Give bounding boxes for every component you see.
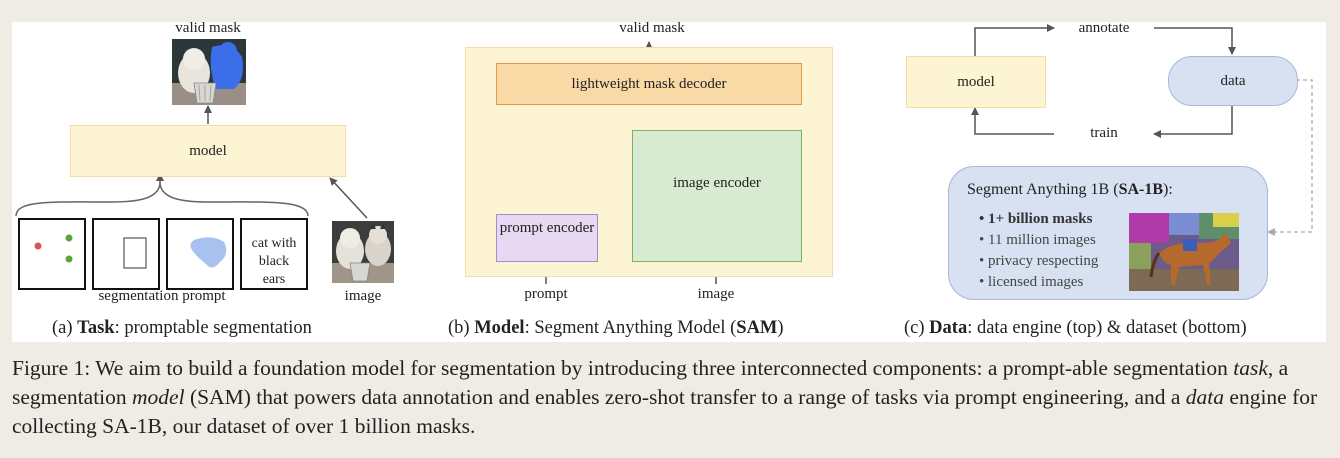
mask-blob-icon (190, 237, 227, 268)
figure-panel: valid mask model cat (12, 20, 1326, 342)
prompt-encoder-label: prompt encoder (499, 220, 595, 236)
caption-part-3: (SAM) that powers data annotation and en… (184, 385, 1186, 409)
panel-b-caption-bold: Model (474, 318, 525, 338)
sa1b-title: Segment Anything 1B (SA-1B): (967, 181, 1173, 199)
panel-b-caption-prefix: (b) (448, 318, 475, 338)
bullet-item: 11 million images (979, 230, 1098, 251)
prompt-text-box: cat with black ears (240, 218, 308, 290)
arrow-annotate-to-data (1154, 27, 1236, 55)
input-image (332, 221, 394, 283)
panel-a-caption-bold: Task (77, 318, 115, 338)
panel-b-valid-mask-label: valid mask (619, 20, 685, 36)
panel-b-caption-end: ) (777, 318, 784, 338)
masked-cats-photo (172, 39, 246, 105)
horse-mosaic-photo (1129, 213, 1239, 291)
bullet-item: 1+ billion masks (979, 209, 1098, 230)
train-label: train (1090, 125, 1118, 141)
arrow-model-to-annotate (974, 24, 1055, 56)
arrow-data-to-train (1153, 104, 1233, 138)
panel-c-caption-rest: : data engine (top) & dataset (bottom) (967, 318, 1247, 338)
sa1b-bullet-list: 1+ billion masks 11 million images priva… (979, 209, 1098, 293)
sa1b-card: Segment Anything 1B (SA-1B): 1+ billion … (948, 166, 1268, 300)
panel-c-caption-bold: Data (929, 318, 968, 338)
prompt-encoder-box: prompt encoder (496, 214, 598, 262)
sa1b-sample-image (1129, 213, 1239, 291)
panel-b-caption-bold2: SAM (736, 318, 778, 338)
panel-c-caption-prefix: (c) (904, 318, 930, 338)
panel-b-image-label: image (697, 286, 735, 302)
prompt-points-box (18, 218, 86, 290)
sa1b-title-pre: Segment Anything 1B ( (967, 181, 1119, 198)
prompt-text: cat with black ears (251, 236, 297, 287)
dashed-data-to-dataset (1267, 79, 1313, 236)
segmentation-prompt-label: segmentation prompt (98, 288, 226, 304)
data-pill: data (1168, 56, 1298, 106)
caption-part-4: engine for collecting SA-1B, our dataset… (12, 385, 1318, 438)
figure-caption: Figure 1: We aim to build a foundation m… (12, 354, 1330, 441)
bounding-box-icon (123, 237, 147, 269)
image-encoder-box: image encoder (632, 130, 802, 262)
panel-a-valid-mask-label: valid mask (175, 20, 241, 36)
annotate-label: annotate (1078, 20, 1130, 36)
output-mask-image (172, 39, 246, 105)
panel-a-model-box: model (70, 125, 346, 177)
caption-data: data (1185, 385, 1225, 409)
prompt-brace (15, 183, 309, 217)
sa1b-title-bold: SA-1B (1118, 181, 1164, 198)
caption-task: task (1233, 356, 1268, 380)
panel-c-model-box: model (906, 56, 1046, 108)
bullet-item: privacy respecting (979, 251, 1098, 272)
cats-photo (332, 221, 394, 283)
caption-model: model (132, 385, 185, 409)
panel-a-caption-rest: : promptable segmentation (114, 318, 312, 338)
mask-decoder-box: lightweight mask decoder (496, 63, 802, 105)
image-encoder-label: image encoder (673, 175, 761, 191)
arrow-image-to-model (329, 177, 368, 219)
panel-c-caption: (c) Data: data engine (top) & dataset (b… (904, 318, 1247, 339)
panel-b-caption-mid: : Segment Anything Model ( (524, 318, 737, 338)
panel-b-prompt-label: prompt (524, 286, 568, 302)
sa1b-title-post: ): (1163, 181, 1173, 198)
points-icon (34, 234, 73, 263)
panel-a-caption: (a) Task: promptable segmentation (52, 318, 312, 339)
prompt-box-box (92, 218, 160, 290)
caption-part-1: Figure 1: We aim to build a foundation m… (12, 356, 1234, 380)
panel-a-caption-prefix: (a) (52, 318, 78, 338)
panel-b-caption: (b) Model: Segment Anything Model (SAM) (448, 318, 784, 339)
panel-a-image-label: image (344, 288, 382, 304)
arrow-train-to-model (971, 107, 1054, 135)
caption-part-2: , a segmentation (12, 356, 1289, 409)
prompt-mask-box (166, 218, 234, 290)
bullet-item: licensed images (979, 272, 1098, 293)
